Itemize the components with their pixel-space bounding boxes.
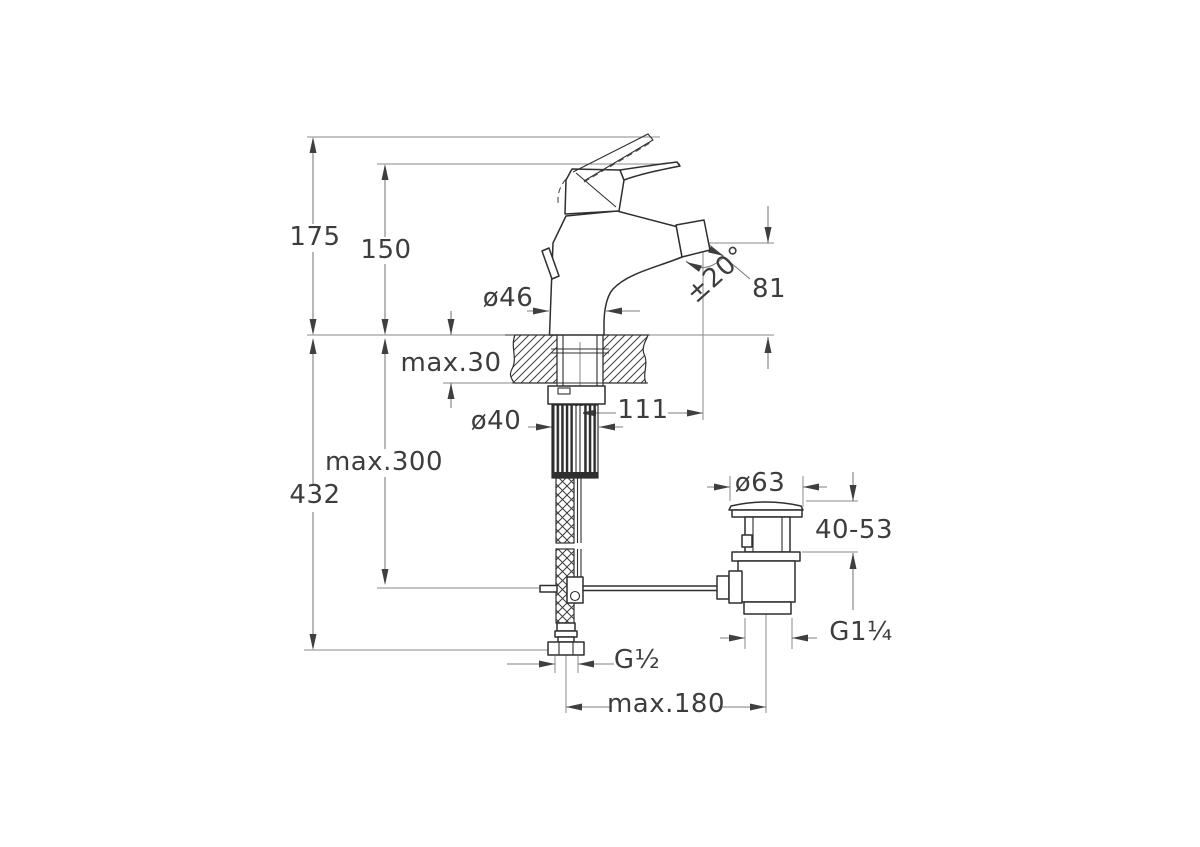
dim-spout-height: 81 [752, 274, 786, 304]
mounting-deck [505, 334, 650, 384]
dim-height-rest: 150 [360, 235, 411, 265]
supply-hose [539, 477, 719, 656]
rod-joint [566, 576, 584, 604]
dim-shank-diameter: ø40 [471, 406, 522, 436]
rod-ball-joint [728, 570, 743, 604]
dim-height-raised: 175 [289, 222, 340, 252]
shank-assembly [547, 335, 609, 479]
handle-lever [619, 161, 681, 181]
dimension-lines [309, 137, 857, 711]
horizontal-rod [582, 585, 719, 592]
dim-waste-cap-diameter: ø63 [735, 468, 786, 498]
waste-body [737, 560, 796, 603]
popup-pull-rod [576, 478, 582, 577]
hose-hex-nut [547, 641, 585, 656]
dim-overall-below: 432 [289, 480, 340, 510]
handle-lever-raised [572, 133, 654, 182]
dim-waste-deck-range: 40-53 [815, 515, 893, 545]
dimension-labels: 175 150 ø46 max.30 ø40 111 max.300 432 8… [289, 222, 893, 719]
dim-rod-span: max.180 [607, 689, 725, 719]
dim-hose-length: max.300 [325, 447, 443, 477]
dim-spout-reach: 111 [617, 395, 668, 425]
waste-tailpiece [743, 601, 792, 615]
mounting-nut [547, 385, 606, 405]
reference-lines [304, 136, 858, 713]
popup-rod-knob [541, 247, 560, 280]
waste-cap [728, 501, 804, 511]
dim-base-diameter: ø46 [483, 283, 534, 313]
dim-supply-thread: G½ [614, 645, 660, 675]
faucet-body [541, 133, 711, 336]
popup-waste [716, 501, 804, 615]
dim-waste-thread: G1¼ [829, 617, 892, 647]
waste-flange [731, 551, 801, 562]
dim-deck-thickness: max.30 [401, 348, 502, 378]
